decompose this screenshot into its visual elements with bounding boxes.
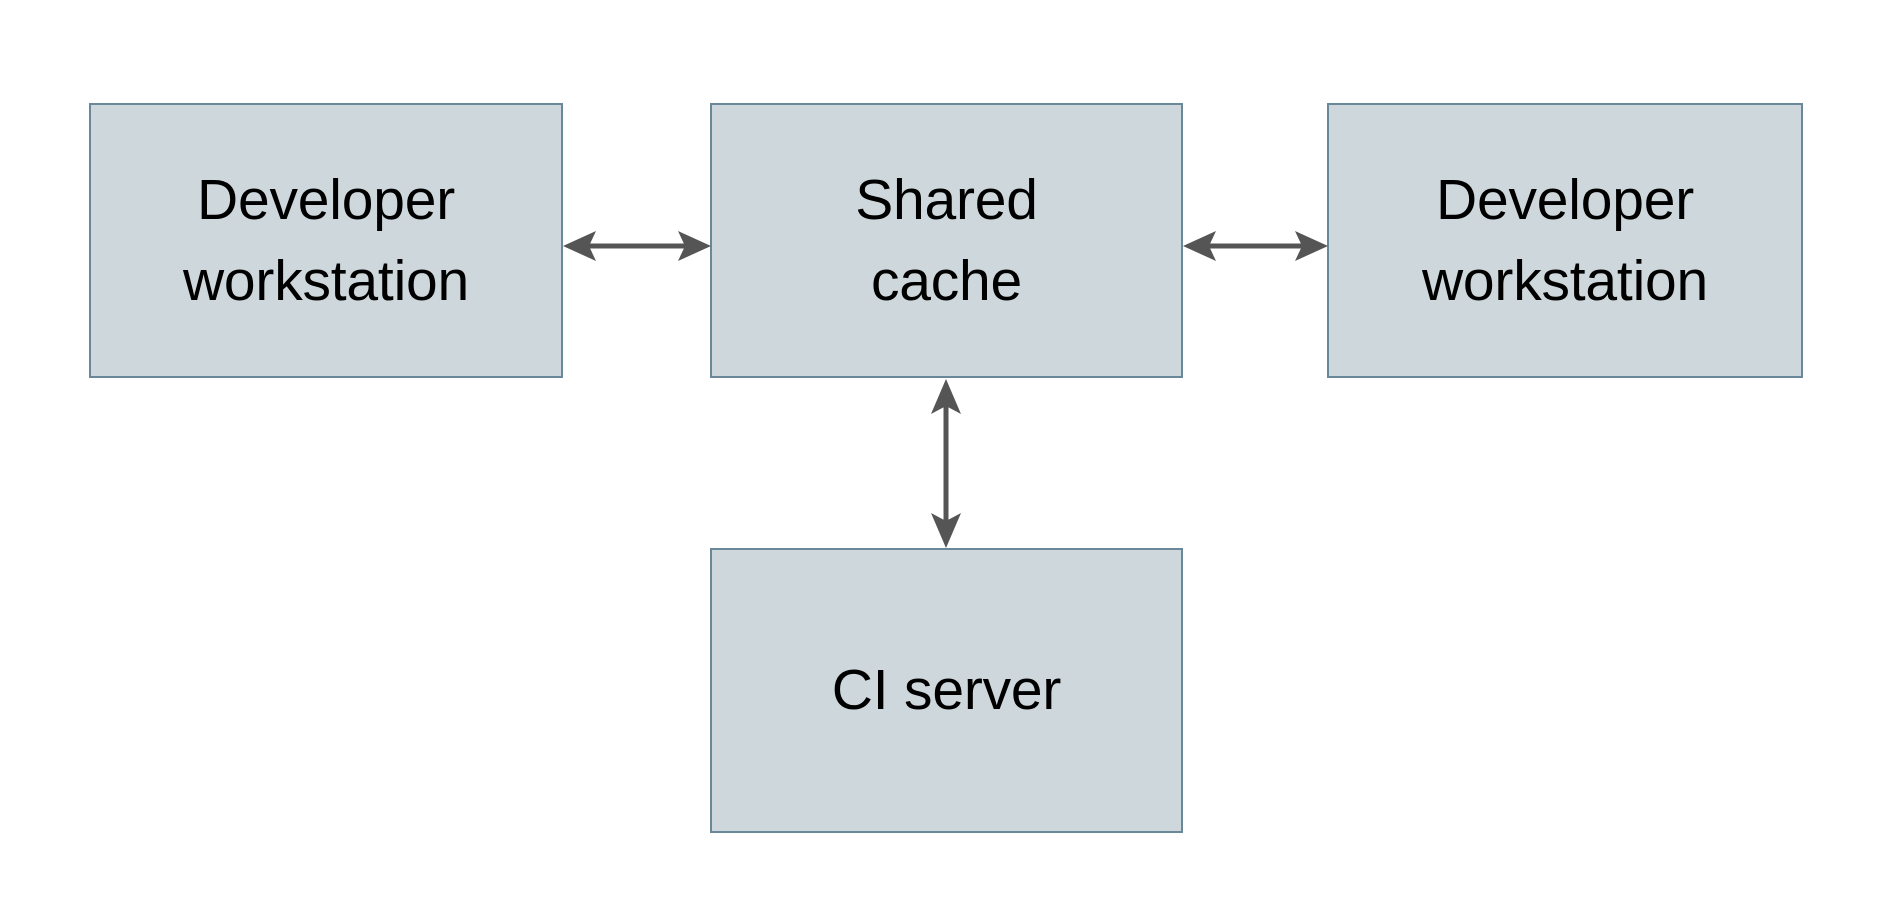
node-shared-cache[interactable]: Shared cache [710,103,1183,378]
arrowhead-right-icon [678,231,711,261]
node-ci-server[interactable]: CI server [710,548,1183,833]
edge-shared-cache-to-developer-right[interactable] [1176,208,1335,284]
node-label: CI server [831,658,1062,723]
node-label: Developer workstation [1421,167,1709,313]
arrowhead-left-icon [563,231,596,261]
node-developer-workstation-left[interactable]: Developer workstation [89,103,563,378]
edge-shared-cache-to-ci-server[interactable] [908,372,984,555]
arrowhead-down-icon [931,513,961,548]
arrowhead-left-icon [1183,231,1216,261]
node-developer-workstation-right[interactable]: Developer workstation [1327,103,1803,378]
edge-developer-left-to-shared-cache[interactable] [556,208,718,284]
node-label: Developer workstation [182,167,470,313]
arrowhead-right-icon [1295,231,1328,261]
arrowhead-up-icon [931,379,961,414]
node-label: Shared cache [855,167,1038,313]
